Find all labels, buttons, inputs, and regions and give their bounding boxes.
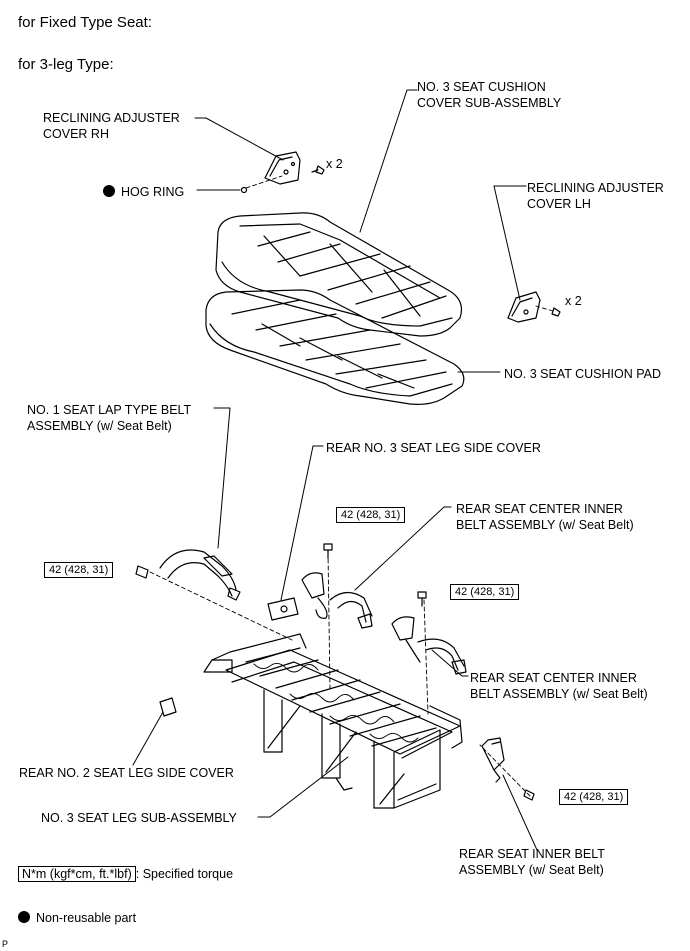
- legend-non-reusable: Non-reusable part: [18, 910, 136, 926]
- reclining-cover-rh-part: [264, 151, 325, 185]
- inner-belt-buckle-part: [481, 737, 535, 801]
- seat-cushion-pad-part: [205, 289, 465, 405]
- label-hog-ring: HOG RING: [103, 184, 184, 200]
- leg-side-cover-3-part: [267, 597, 299, 621]
- torque-lap-belt-bolt: 42 (428, 31): [44, 562, 114, 578]
- rh-screw-quantity: x 2: [326, 157, 343, 171]
- label-leg-sub-assembly: NO. 3 SEAT LEG SUB-ASSEMBLY: [41, 811, 237, 825]
- corner-mark: P: [2, 939, 9, 949]
- label-leg-side-cover-2: REAR NO. 2 SEAT LEG SIDE COVER: [19, 766, 234, 780]
- legend-torque: N*m (kgf*cm, ft.*lbf): Specified torque: [18, 866, 233, 882]
- torque-bolts: [323, 543, 427, 607]
- label-leg-side-cover-3: REAR NO. 3 SEAT LEG SIDE COVER: [326, 441, 541, 455]
- torque-center-bolt-1: 42 (428, 31): [336, 507, 406, 523]
- leader-lines: [132, 89, 538, 851]
- torque-center-bolt-2: 42 (428, 31): [450, 584, 520, 600]
- reclining-cover-lh-part: [507, 291, 561, 323]
- center-inner-belt-1-part: [301, 572, 373, 629]
- header-fixed-type: for Fixed Type Seat:: [18, 14, 152, 31]
- legend-torque-desc: : Specified torque: [135, 867, 234, 881]
- lap-belt-part: [135, 549, 241, 601]
- hog-ring-part: [240, 186, 248, 194]
- seat-cushion-cover-part: [215, 212, 463, 337]
- seat-leg-frame-part: [203, 633, 463, 809]
- lh-screw-quantity: x 2: [565, 294, 582, 308]
- header-3-leg: for 3-leg Type:: [18, 56, 114, 73]
- legend-torque-box: N*m (kgf*cm, ft.*lbf): [18, 866, 136, 882]
- torque-inner-bolt: 42 (428, 31): [559, 789, 629, 805]
- non-reusable-dot-icon: [103, 185, 115, 197]
- label-seat-cushion-pad: NO. 3 SEAT CUSHION PAD: [504, 367, 661, 381]
- non-reusable-dot-icon: [18, 911, 30, 923]
- center-inner-belt-2-part: [391, 616, 467, 675]
- leg-side-cover-2-part: [159, 697, 177, 717]
